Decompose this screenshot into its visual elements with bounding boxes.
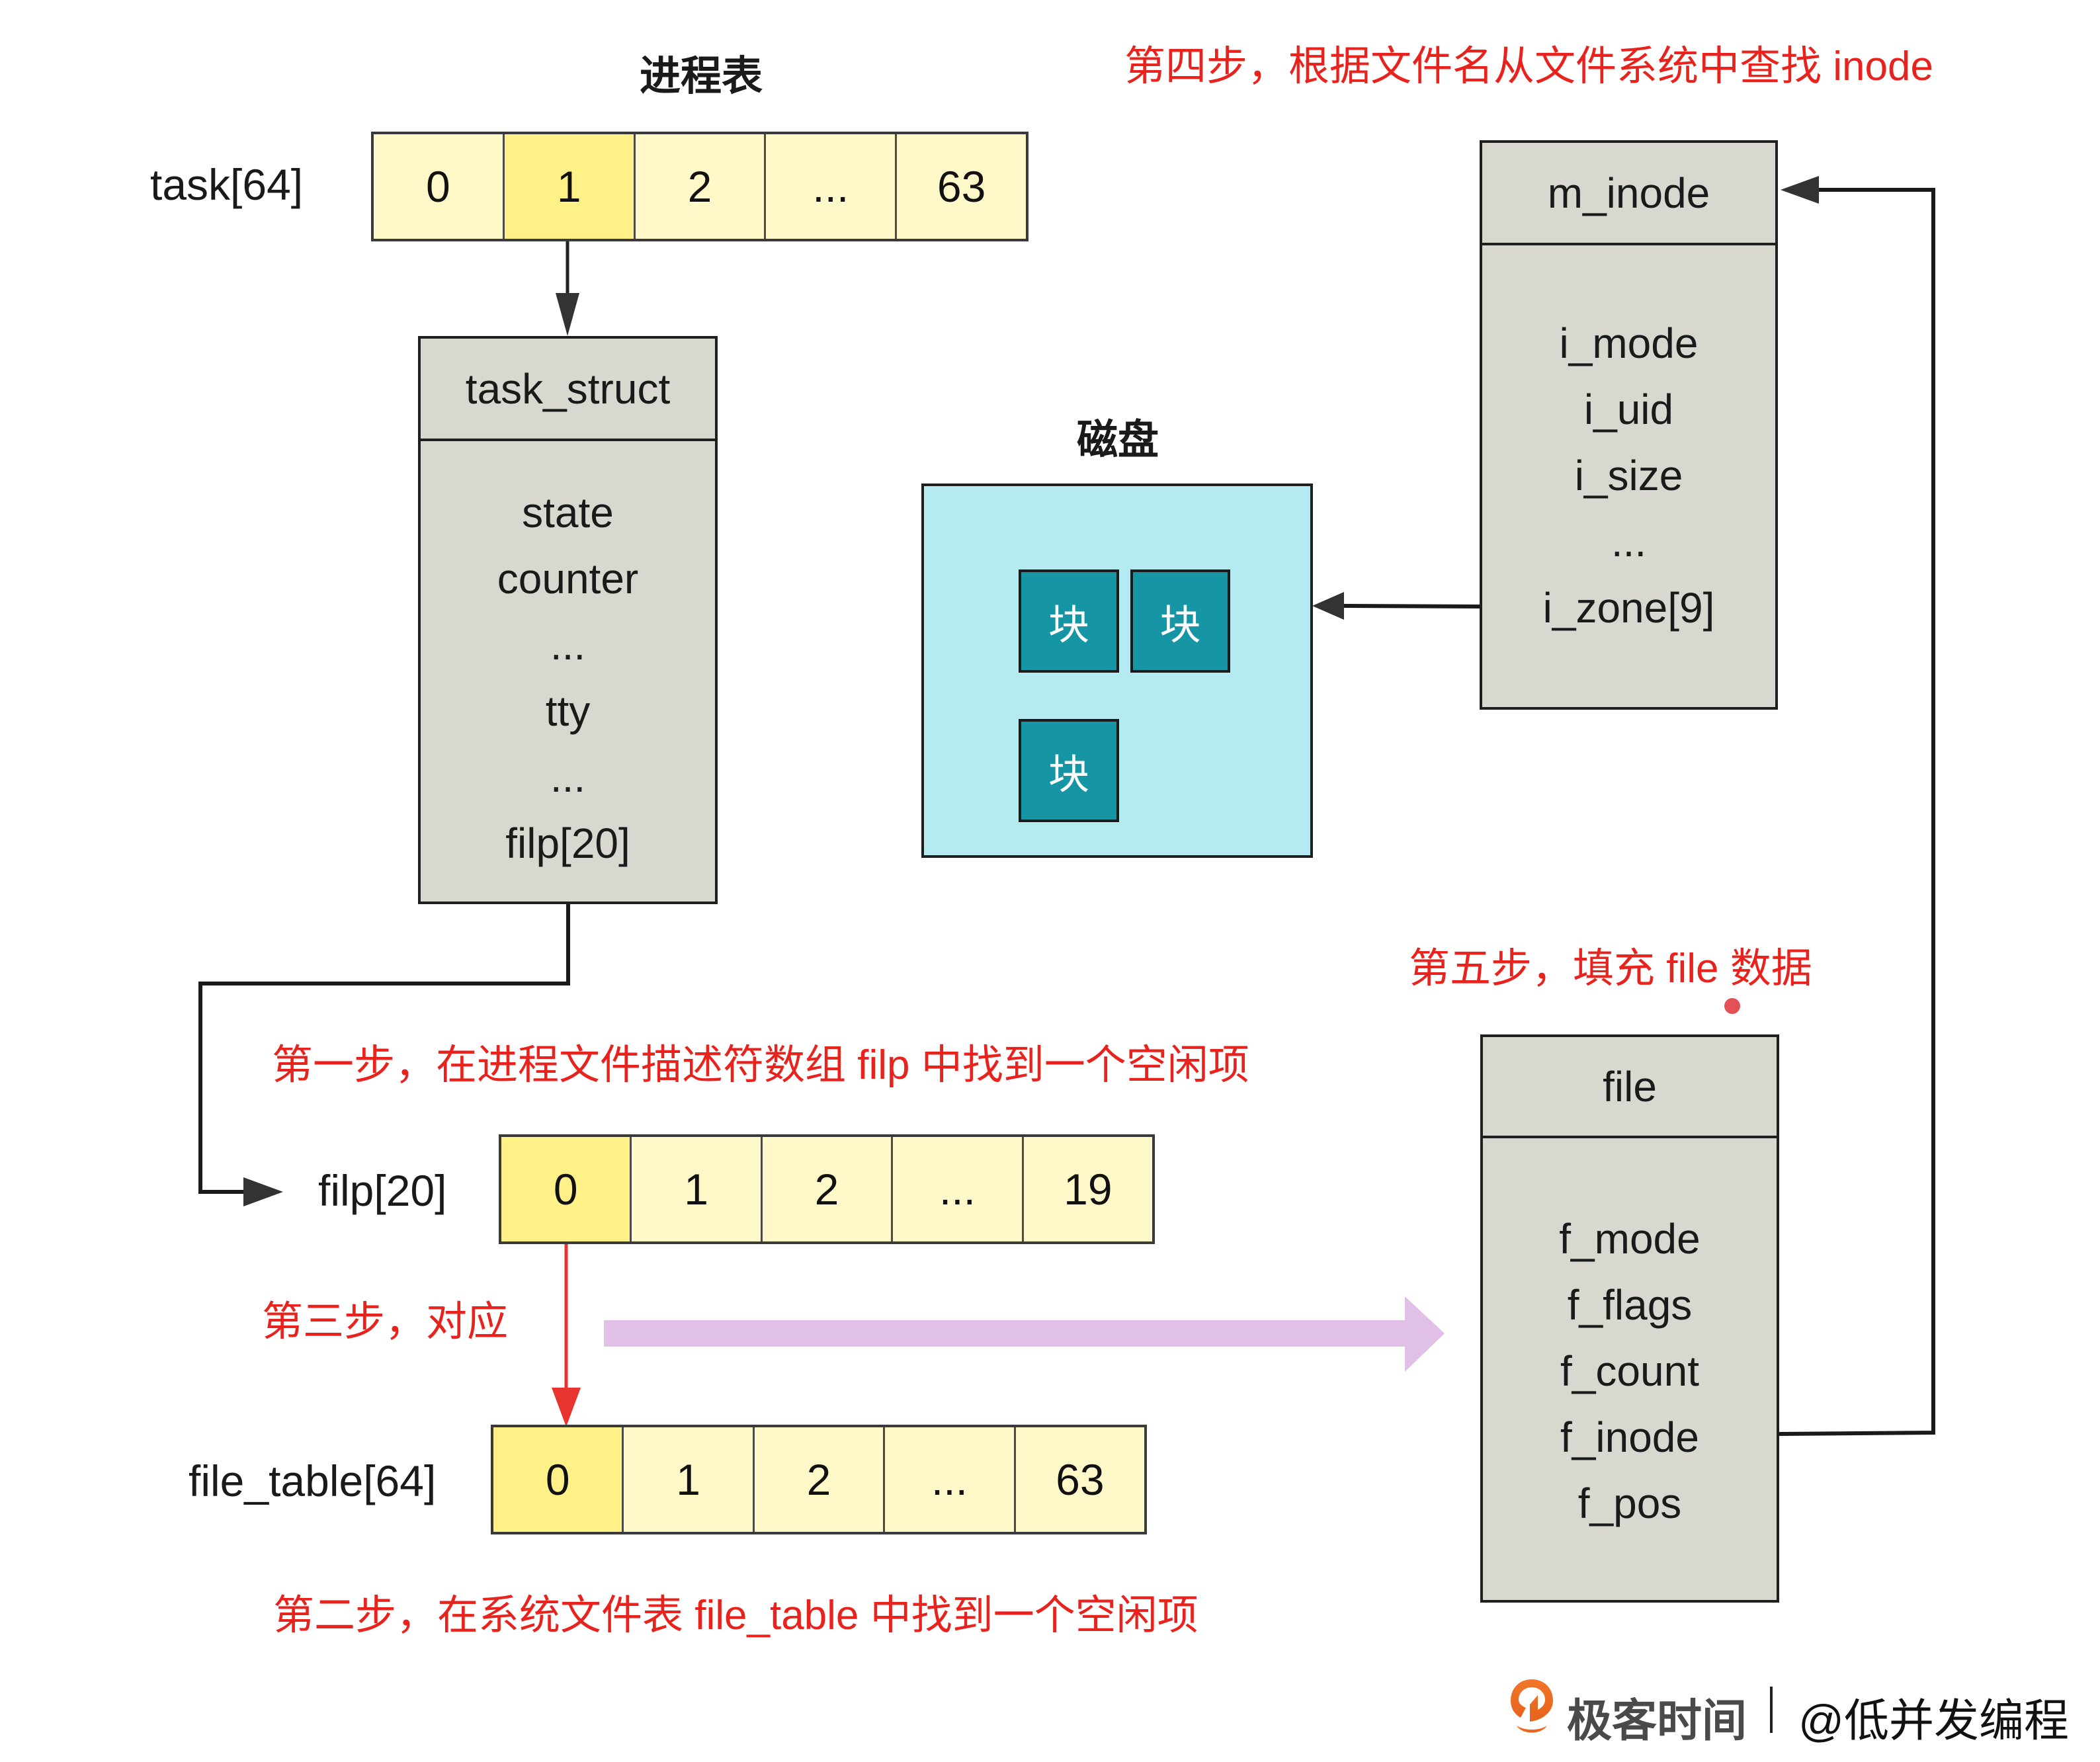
- arrow-filp-to-file-table: [552, 1243, 581, 1427]
- file-struct-field: f_inode: [1560, 1413, 1699, 1461]
- m-inode-field: i_size: [1574, 452, 1683, 499]
- m-inode-box[interactable]: m_inode i_mode i_uid i_size ... i_zone[9…: [1480, 140, 1778, 710]
- filp-array: 0 1 2 ... 19: [499, 1134, 1155, 1244]
- task-array-label: task[64]: [150, 160, 304, 209]
- red-dot-marker: [1724, 998, 1740, 1014]
- arrow-file-to-inode: [1779, 176, 1935, 1436]
- step1-annotation: 第一步，在进程文件描述符数组 filp 中找到一个空闲项: [272, 1042, 1249, 1088]
- task-struct-field: counter: [497, 555, 639, 603]
- step5-annotation: 第五步，填充 file 数据: [1409, 946, 1812, 991]
- disk-block[interactable]: 块: [1019, 719, 1119, 822]
- task-struct-title: task_struct: [421, 339, 715, 441]
- filp-cell[interactable]: ...: [893, 1137, 1024, 1241]
- m-inode-field: ...: [1611, 518, 1647, 566]
- file-table-label: file_table[64]: [189, 1456, 437, 1505]
- filp-cell[interactable]: 19: [1023, 1137, 1153, 1241]
- file-struct-field: f_count: [1560, 1347, 1699, 1395]
- author-handle: @低并发编程: [1798, 1696, 2070, 1746]
- filp-cell[interactable]: 2: [762, 1137, 894, 1241]
- geektime-logo-icon: [1511, 1679, 1553, 1733]
- disk-block[interactable]: 块: [1130, 569, 1230, 673]
- task-struct-field: tty: [545, 687, 591, 735]
- task-struct-field: ...: [550, 753, 586, 801]
- file-struct-box[interactable]: file f_mode f_flags f_count f_inode f_po…: [1480, 1034, 1779, 1603]
- m-inode-title: m_inode: [1482, 143, 1775, 245]
- disk-heading: 磁盘: [1076, 417, 1159, 463]
- disk-block[interactable]: 块: [1019, 569, 1119, 673]
- brand-name: 极客时间: [1567, 1696, 1747, 1746]
- arrow-task-struct-to-filp: [198, 904, 570, 1206]
- arrow-inode-to-disk: [1312, 592, 1482, 620]
- file-table-cell[interactable]: ...: [885, 1427, 1016, 1532]
- file-struct-title: file: [1483, 1037, 1777, 1138]
- step4-annotation: 第四步，根据文件名从文件系统中查找 inode: [1124, 44, 1933, 89]
- task-cell[interactable]: 63: [897, 134, 1026, 239]
- task-array: 0 1 2 ... 63: [371, 132, 1029, 241]
- file-table-cell[interactable]: 1: [624, 1427, 755, 1532]
- task-struct-field: ...: [550, 621, 586, 669]
- file-table-cell[interactable]: 2: [754, 1427, 886, 1532]
- m-inode-field: i_uid: [1583, 386, 1674, 433]
- task-cell-highlighted[interactable]: 1: [504, 134, 636, 239]
- filp-cell-highlighted[interactable]: 0: [501, 1137, 632, 1241]
- task-cell[interactable]: 2: [635, 134, 767, 239]
- file-struct-field: f_mode: [1559, 1215, 1701, 1263]
- filp-array-label: filp[20]: [318, 1166, 447, 1215]
- file-struct-field: f_flags: [1567, 1281, 1693, 1329]
- footer-separator: [1770, 1687, 1773, 1733]
- task-cell[interactable]: 0: [374, 134, 505, 239]
- file-table-cell[interactable]: 63: [1015, 1427, 1145, 1532]
- step2-annotation: 第二步，在系统文件表 file_table 中找到一个空闲项: [273, 1593, 1198, 1638]
- process-table-heading: 进程表: [639, 54, 763, 99]
- file-table-array: 0 1 2 ... 63: [491, 1425, 1147, 1534]
- m-inode-field: i_mode: [1559, 319, 1699, 367]
- task-struct-field: filp[20]: [505, 819, 630, 867]
- m-inode-field: i_zone[9]: [1542, 584, 1715, 632]
- file-struct-field: f_pos: [1577, 1480, 1682, 1527]
- file-table-cell-highlighted[interactable]: 0: [493, 1427, 624, 1532]
- task-cell[interactable]: ...: [766, 134, 898, 239]
- arrow-task-to-task-struct: [556, 238, 579, 336]
- purple-arrow: [604, 1296, 1445, 1372]
- task-struct-box[interactable]: task_struct state counter ... tty ... fi…: [418, 336, 718, 904]
- step3-annotation: 第三步，对应: [262, 1299, 509, 1345]
- filp-cell[interactable]: 1: [632, 1137, 763, 1241]
- task-struct-field: state: [522, 489, 614, 536]
